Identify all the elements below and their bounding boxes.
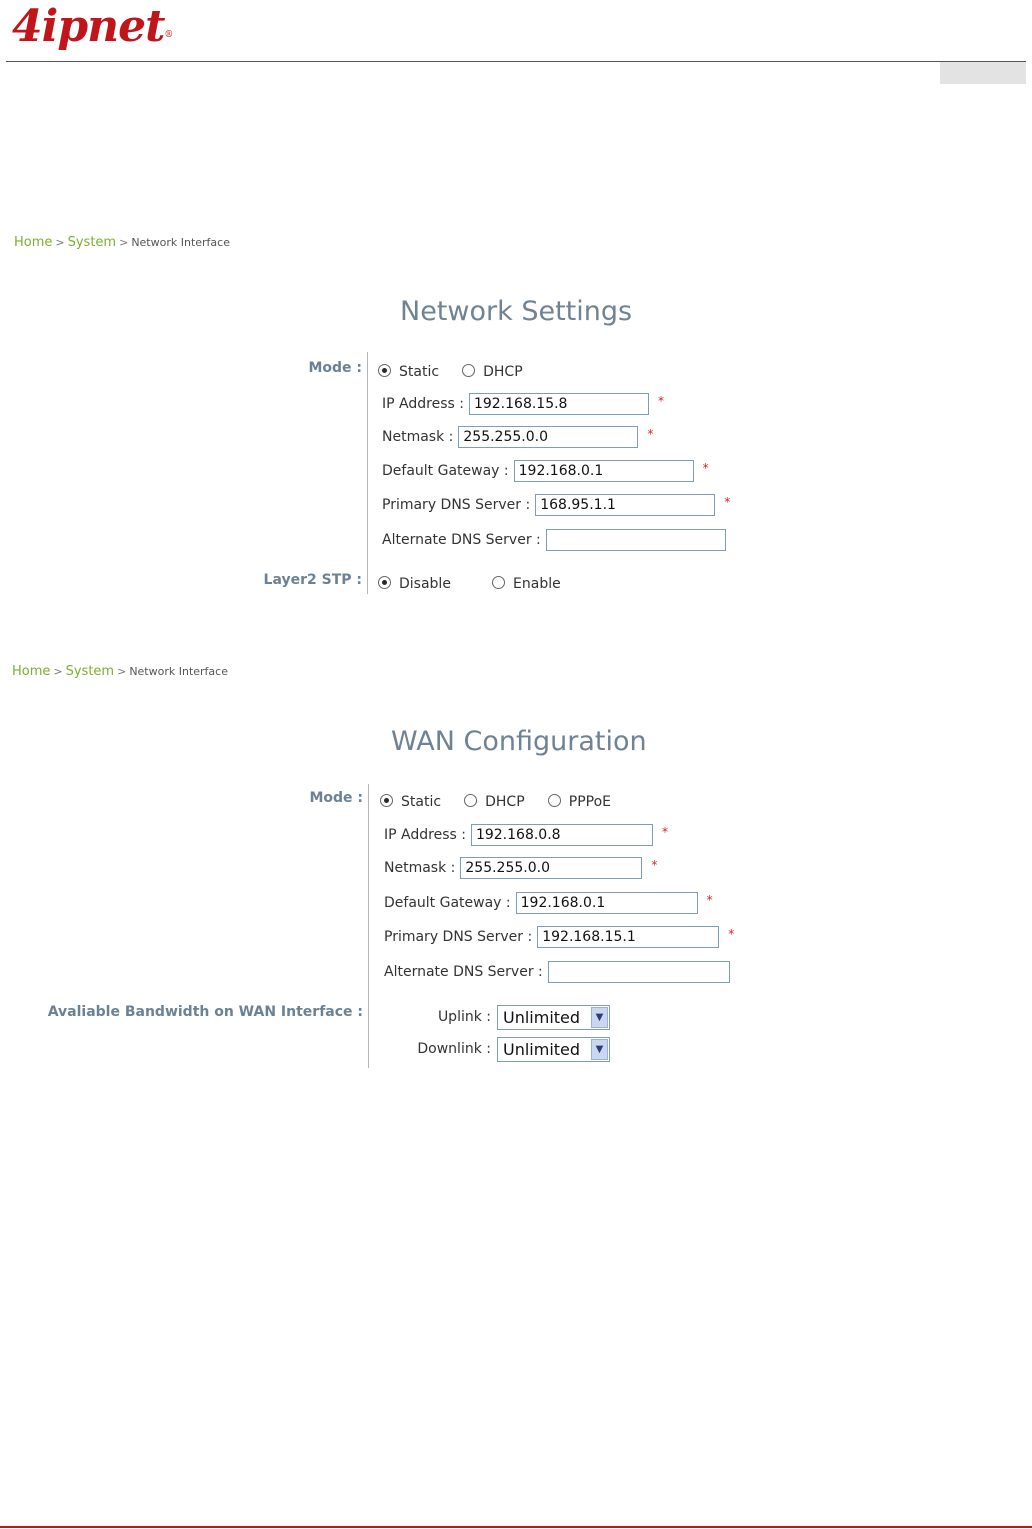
breadcrumb-system-link[interactable]: System [65, 664, 115, 679]
downlink-label: Downlink : [417, 1041, 491, 1057]
default-gateway-row: Default Gateway : * [382, 459, 709, 483]
alternate-dns-label: Alternate DNS Server : [382, 532, 541, 548]
footer-divider [0, 1526, 1032, 1528]
breadcrumb-system-link[interactable]: System [67, 235, 117, 250]
mode-label: Mode : [308, 360, 362, 376]
breadcrumb-separator: > [55, 236, 65, 249]
alternate-dns-input[interactable] [545, 529, 726, 551]
required-mark: * [647, 427, 654, 441]
breadcrumb-current: Network Interface [129, 665, 228, 678]
uplink-select[interactable]: Unlimited▼ [497, 1004, 610, 1030]
chevron-down-icon[interactable]: ▼ [591, 1006, 608, 1028]
form-divider [368, 784, 369, 1068]
ip-address-row: IP Address : * [382, 392, 664, 416]
wan-primary-dns-row: Primary DNS Server : * [384, 925, 734, 949]
stp-enable-option[interactable]: Enable [492, 576, 561, 592]
stp-radio-group: Disable Enable [378, 573, 561, 592]
netmask-row: Netmask : * [382, 425, 653, 449]
wan-default-gateway-input[interactable] [515, 892, 698, 914]
wan-netmask-label: Netmask : [384, 860, 456, 876]
page-title: WAN Configuration [391, 726, 647, 757]
wan-default-gateway-row: Default Gateway : * [384, 891, 713, 915]
required-mark: * [702, 461, 709, 475]
header-divider [6, 61, 1026, 62]
wan-mode-radio-group: Static DHCP PPPoE [380, 791, 611, 810]
wan-netmask-input[interactable] [460, 857, 643, 879]
breadcrumb-current: Network Interface [131, 236, 230, 249]
breadcrumb: Home>System>Network Interface [14, 235, 230, 250]
required-mark: * [728, 927, 735, 941]
radio-disable[interactable] [378, 576, 391, 589]
radio-static[interactable] [380, 794, 393, 807]
required-mark: * [661, 825, 668, 839]
wan-mode-pppoe-option[interactable]: PPPoE [547, 794, 611, 810]
wan-ip-address-row: IP Address : * [384, 823, 668, 847]
radio-pppoe[interactable] [547, 794, 561, 807]
wan-primary-dns-label: Primary DNS Server : [384, 929, 533, 945]
alternate-dns-row: Alternate DNS Server : [382, 528, 726, 552]
radio-static[interactable] [378, 364, 391, 377]
breadcrumb-separator: > [53, 665, 63, 678]
ip-address-label: IP Address : [382, 396, 464, 412]
radio-dhcp[interactable] [462, 364, 476, 377]
netmask-label: Netmask : [382, 429, 454, 445]
wan-default-gateway-label: Default Gateway : [384, 895, 511, 911]
uplink-row: Uplink : Unlimited▼ [392, 1004, 610, 1030]
radio-enable[interactable] [492, 576, 506, 589]
mode-dhcp-option[interactable]: DHCP [462, 364, 523, 380]
breadcrumb-separator: > [117, 665, 127, 678]
wan-mode-static-option[interactable]: Static [380, 794, 441, 810]
uplink-label: Uplink : [437, 1009, 491, 1025]
form-divider [367, 352, 368, 594]
primary-dns-input[interactable] [535, 494, 716, 516]
brand-logo: 4ipnet® [12, 1, 173, 52]
breadcrumb-separator: > [119, 236, 129, 249]
ip-address-input[interactable] [468, 393, 649, 415]
downlink-row: Downlink : Unlimited▼ [392, 1036, 610, 1062]
wan-primary-dns-input[interactable] [537, 926, 720, 948]
required-mark: * [724, 495, 731, 509]
default-gateway-label: Default Gateway : [382, 463, 509, 479]
netmask-input[interactable] [458, 426, 639, 448]
wan-mode-label: Mode : [309, 790, 363, 806]
bandwidth-label: Avaliable Bandwidth on WAN Interface : [47, 1004, 363, 1020]
breadcrumb-home-link[interactable]: Home [14, 235, 53, 250]
header-page-box [940, 62, 1026, 84]
breadcrumb-home-link[interactable]: Home [12, 664, 51, 679]
mode-radio-group: Static DHCP [378, 361, 523, 380]
chevron-down-icon[interactable]: ▼ [591, 1038, 608, 1060]
wan-netmask-row: Netmask : * [384, 856, 657, 880]
primary-dns-row: Primary DNS Server : * [382, 493, 730, 517]
wan-alternate-dns-label: Alternate DNS Server : [384, 964, 543, 980]
mode-static-option[interactable]: Static [378, 364, 439, 380]
wan-ip-address-input[interactable] [470, 824, 653, 846]
required-mark: * [657, 394, 664, 408]
layer2-stp-label: Layer2 STP : [263, 572, 362, 588]
wan-ip-address-label: IP Address : [384, 827, 466, 843]
default-gateway-input[interactable] [513, 460, 694, 482]
radio-dhcp[interactable] [464, 794, 478, 807]
wan-alternate-dns-input[interactable] [547, 961, 730, 983]
stp-disable-option[interactable]: Disable [378, 576, 451, 592]
page-title: Network Settings [400, 296, 633, 327]
primary-dns-label: Primary DNS Server : [382, 497, 531, 513]
wan-mode-dhcp-option[interactable]: DHCP [464, 794, 525, 810]
downlink-select[interactable]: Unlimited▼ [497, 1036, 610, 1062]
required-mark: * [706, 893, 713, 907]
breadcrumb: Home>System>Network Interface [12, 664, 228, 679]
wan-alternate-dns-row: Alternate DNS Server : [384, 960, 730, 984]
required-mark: * [651, 858, 658, 872]
